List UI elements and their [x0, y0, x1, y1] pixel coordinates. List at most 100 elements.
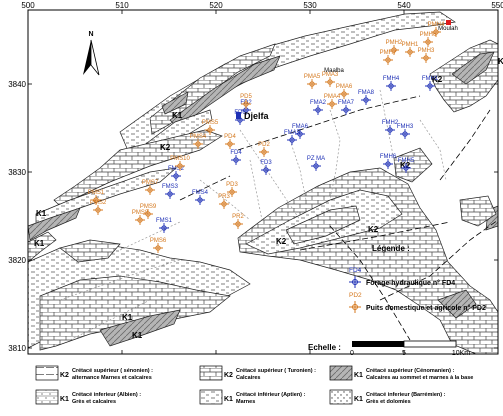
formation-symbol: K1 [224, 396, 233, 403]
town-moulah: Moulah [438, 20, 458, 32]
point-label: FMA5 [284, 130, 301, 136]
borehole-icon [400, 129, 410, 139]
point-label: FMH2 [382, 120, 399, 126]
formation-age: Crétacé inferieur (Albien) : [72, 392, 141, 398]
formation-label: K2 [432, 75, 443, 84]
formation-age: Crétacé supérieur (Cénomanien) : [366, 368, 454, 374]
well-icon [225, 139, 235, 149]
well-icon [325, 77, 335, 87]
scale-tick-2: 10Km [452, 350, 470, 357]
formation-area [437, 289, 477, 319]
town-label: Moulah [438, 26, 458, 32]
formation-area [459, 195, 497, 227]
borehole-icon [425, 81, 435, 91]
town-label: Maalba [324, 68, 344, 74]
well-icon [193, 139, 203, 149]
x-tick-label: 500 [21, 1, 35, 10]
well-icon [307, 79, 317, 89]
town-label: Djelfa [244, 111, 270, 121]
legend-well-text: Puits domestique et agricole n° PD2 [366, 304, 486, 312]
well-icon [233, 219, 243, 229]
point-label: PMA5 [304, 74, 321, 80]
scale-tick-1: 5 [402, 350, 406, 357]
point-label: PMS9 [140, 204, 157, 210]
point-label: PMA6 [336, 84, 353, 90]
borehole-icon [287, 135, 297, 145]
point-label: FMA2 [310, 100, 327, 106]
borehole-icon [385, 125, 395, 135]
point-label: PMS6 [150, 238, 167, 244]
wadi-line [379, 89, 399, 181]
point-label: PMH2 [386, 40, 403, 46]
wadi-line [249, 159, 263, 221]
y-tick-label: 3810 [8, 344, 26, 353]
formation-symbol: K1 [354, 396, 363, 403]
point-label: PMH3 [418, 48, 435, 54]
point-label: PMH1 [402, 42, 419, 48]
x-tick-label: 520 [209, 1, 223, 10]
point-label: FMH1 [422, 76, 439, 82]
formation-label: K1 [172, 111, 183, 120]
point-label: FMH6 [380, 154, 397, 160]
wadi-line [69, 299, 151, 341]
north-label: N [88, 31, 93, 38]
formation-lithology: Calcaires [236, 375, 260, 381]
formation-area [393, 147, 433, 183]
point-label: PMH7 [380, 50, 397, 56]
formation-age: Crétacé inférieur (Aptien) : [236, 392, 306, 398]
point-label: PR3 [218, 194, 230, 200]
wadi-line [59, 259, 181, 301]
point-label: FMA6 [292, 124, 309, 130]
well-icon [145, 185, 155, 195]
x-tick-label: 550 [491, 1, 503, 10]
well-icon [143, 209, 153, 219]
borehole-icon [231, 155, 241, 165]
formation-area [27, 207, 81, 241]
point-label: PMS4 [190, 134, 207, 140]
legend-borehole-example: FD4 [349, 267, 362, 274]
well-icon [227, 187, 237, 197]
formation-age: Crétacé supérieur ( Turonien) : [236, 368, 316, 374]
point-label: PR2 [232, 214, 244, 220]
legend-well-example: PD2 [349, 292, 362, 299]
y-tick-label: 3840 [8, 80, 26, 89]
borehole-icon [159, 223, 169, 233]
symbol-legend: Légende : FD4 Forage hydraulique n° FD4 … [349, 244, 486, 313]
well-icon [421, 53, 431, 63]
point-label: PD5 [240, 94, 252, 100]
point-label: PMS2 [90, 200, 107, 206]
point-label: PMA3 [322, 72, 339, 78]
borehole-icon [261, 165, 271, 175]
map-frame [27, 9, 499, 355]
borehole-icon [295, 129, 305, 139]
borehole-icon [341, 105, 351, 115]
formation-area [99, 309, 181, 347]
north-arrow-icon: N [83, 31, 100, 76]
fault-line [439, 109, 491, 181]
well-icon [383, 55, 393, 65]
fault-line [179, 175, 231, 201]
point-label: FMA7 [338, 100, 355, 106]
formation-symbol: K1 [354, 372, 363, 379]
x-tick-label: 530 [303, 1, 317, 10]
scale-label: Echelle : [308, 343, 341, 352]
wadi-line [119, 221, 181, 251]
point-label: FMH3 [397, 124, 414, 130]
legend-well-icon [349, 301, 361, 313]
y-tick-label: 3830 [8, 168, 26, 177]
well-icon [91, 195, 101, 205]
well-icon [259, 147, 269, 157]
borehole-icon [386, 81, 396, 91]
fault-line [329, 225, 411, 341]
well-icon [153, 243, 163, 253]
wadi-line [329, 109, 341, 201]
well-icon [241, 99, 251, 109]
formation-lithology: Grès et dolomies [366, 399, 411, 405]
map-body: K2K2K1K2K2K2K2K1K1K1K1 [27, 11, 503, 355]
